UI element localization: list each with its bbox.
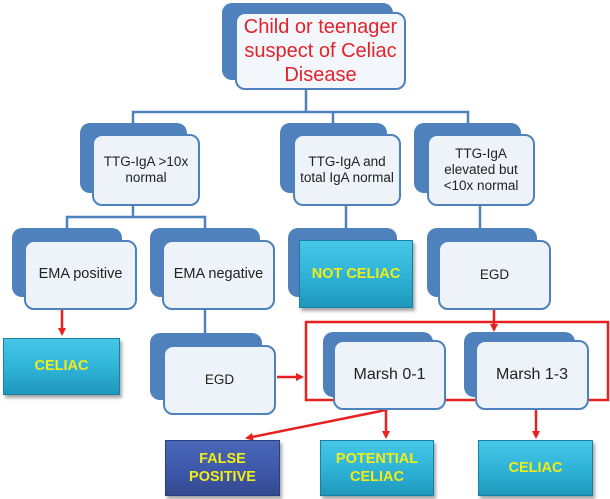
connector-root-children — [131, 90, 470, 123]
ttg-normal-label: TTG-IgA and total IgA normal — [293, 134, 401, 206]
outcome-false-positive: FALSE POSITIVE — [165, 440, 280, 496]
not-celiac-label: NOT CELIAC — [299, 240, 413, 308]
marsh-group-box — [304, 320, 610, 402]
marsh-0-1-label: Marsh 0-1 — [333, 340, 446, 410]
egd-middle-label: EGD — [163, 345, 276, 415]
root-label: Child or teenager suspect of Celiac Dise… — [235, 12, 406, 90]
egd-right-label: EGD — [438, 240, 551, 310]
outcome-celiac-right: CELIAC — [478, 440, 593, 496]
marsh-1-3-label: Marsh 1-3 — [475, 340, 589, 410]
ttg-elevated-label: TTG-IgA elevated but <10x normal — [427, 134, 535, 206]
ema-positive-label: EMA positive — [24, 240, 137, 310]
outcome-potential-celiac: POTENTIAL CELIAC — [320, 440, 434, 496]
connector-ttg-high-children — [65, 206, 207, 228]
ema-negative-label: EMA negative — [162, 240, 275, 310]
ttg-high-label: TTG-IgA >10x normal — [92, 134, 200, 206]
outcome-celiac-left: CELIAC — [3, 338, 120, 395]
arrow-marsh01-false-positive — [245, 408, 387, 441]
